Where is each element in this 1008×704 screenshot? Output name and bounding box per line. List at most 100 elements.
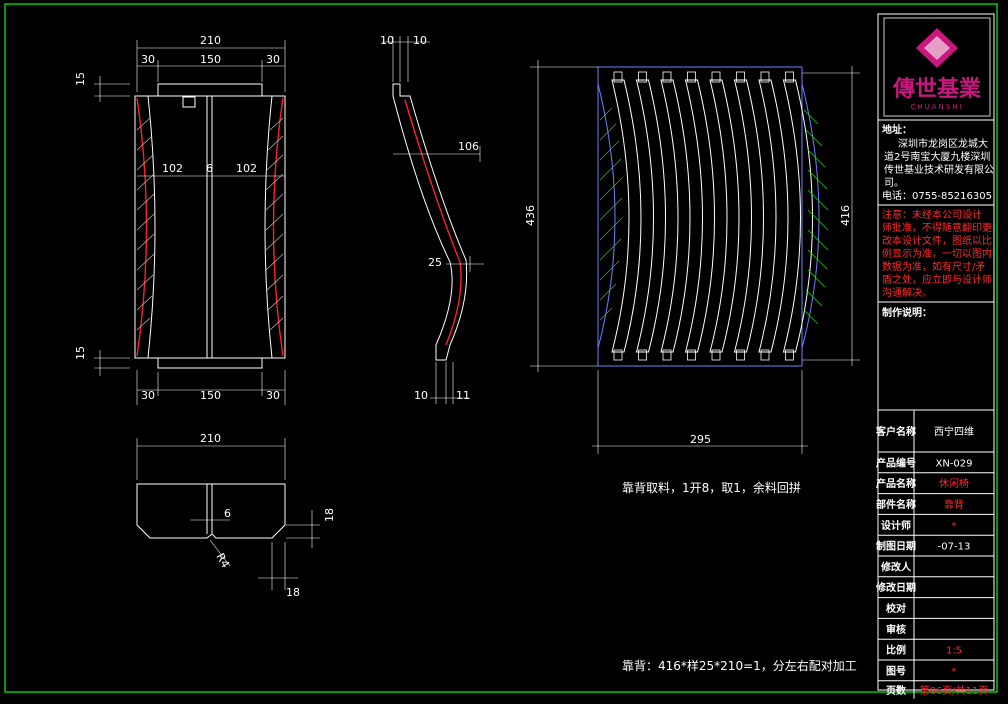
front-dim-left-top: 15 (74, 72, 87, 86)
info-row: 产品名称 休闲椅 (876, 472, 994, 494)
nesting-strips (611, 71, 813, 361)
front-dim-top-mid: 150 (200, 53, 221, 66)
info-row-label: 制图日期 (876, 540, 916, 553)
nesting-dim-width: 295 (690, 433, 711, 446)
nesting-strip (782, 71, 813, 361)
drawing-border (4, 3, 998, 693)
nesting-hatch-right (803, 109, 829, 325)
front-small-block (182, 96, 196, 108)
info-row-label: 客户名称 (875, 425, 916, 438)
top-section-outline (136, 483, 286, 539)
front-dim-bot-left: 30 (141, 389, 155, 402)
front-body-outline (134, 95, 286, 359)
side-dim-bot-right: 11 (456, 389, 470, 402)
nesting-strip (660, 71, 691, 361)
info-row: 比例 1:5 (878, 638, 994, 660)
front-dim-top-left: 30 (141, 53, 155, 66)
info-row: 图号 * (878, 659, 994, 681)
info-row-label: 部件名称 (876, 498, 916, 511)
top-section-dim-radius: R4 (213, 551, 232, 570)
info-row-label: 图号 (886, 665, 906, 677)
info-row-value: 第06页/共11页 (920, 684, 989, 697)
notice-line: 盾之处，应立即与设计师 (882, 273, 992, 286)
notice-line: 沟通解决。 (882, 286, 932, 299)
nesting-strip (611, 71, 642, 361)
front-dim-mid-left: 102 (162, 162, 183, 175)
nesting-board (597, 66, 803, 367)
nesting-dim-height-left: 436 (524, 205, 537, 226)
info-row-value: 靠背 (944, 498, 964, 511)
info-row-label: 修改人 (880, 560, 912, 573)
phone: 电话：0755-85216305 (882, 189, 992, 202)
side-red-curve (404, 99, 462, 346)
address-label: 地址： (882, 123, 912, 136)
info-row-value: 西宁四维 (934, 425, 974, 438)
nesting-strip (758, 71, 789, 361)
info-row-label: 审核 (886, 623, 906, 636)
nesting-strip (733, 71, 764, 361)
notice-line: 注意：未经本公司设计 (882, 208, 982, 221)
address-line: 深圳市龙岗区龙城大 (898, 137, 988, 150)
nesting-view (530, 60, 860, 454)
info-row-label: 校对 (886, 602, 906, 615)
info-row-value: 1:5 (946, 646, 962, 657)
front-dim-mid-right: 102 (236, 162, 257, 175)
side-dim-top-left: 10 (380, 34, 394, 47)
top-section-view (136, 438, 320, 590)
front-dim-left-bottom: 15 (74, 346, 87, 360)
info-row: 设计师* (878, 513, 994, 536)
front-dim-bot-right: 30 (266, 389, 280, 402)
info-row-label: 比例 (886, 644, 906, 657)
nesting-dim-height-right: 416 (839, 205, 852, 226)
front-left-red-curve (136, 97, 148, 357)
front-bottom-rail (157, 357, 263, 369)
info-row-label: 产品编号 (876, 456, 916, 469)
side-dim-bot-left: 10 (414, 389, 428, 402)
info-row-value: -07-13 (938, 542, 971, 553)
address-line: 传世基业技术研发有限公 (884, 163, 994, 176)
front-dim-total: 210 (200, 34, 221, 47)
logo-text: 傳世基業 (892, 76, 982, 102)
company-logo: 傳世基業 CHUANSHI (883, 17, 991, 117)
info-row: 客户名称 西宁四维 (875, 409, 994, 452)
info-row: 页数第06页/共11页 (878, 680, 994, 699)
nesting-hatch-left (599, 107, 623, 321)
front-top-rail (157, 83, 263, 97)
info-row: 校对 (878, 597, 994, 619)
info-row: 部件名称 靠背 (876, 493, 994, 515)
side-dim-thick: 25 (428, 256, 442, 269)
front-dim-bot-mid: 150 (200, 389, 221, 402)
top-section-dim-gap: 6 (224, 507, 231, 520)
info-row: 制图日期 -07-13 (876, 534, 994, 556)
side-dim-depth: 106 (458, 140, 479, 153)
top-section-dim-right: 18 (323, 508, 336, 522)
top-section-dim-bottom: 18 (286, 586, 300, 599)
info-row-label: 页数 (886, 684, 907, 697)
info-row-value: 休闲椅 (939, 477, 969, 490)
info-row-label: 设计师 (881, 519, 911, 532)
info-row-value: XN-029 (935, 458, 972, 469)
front-right-red-curve (272, 97, 284, 357)
address-line: 道2号南宝大厦九楼深圳 (884, 150, 990, 163)
top-section-dim-width: 210 (200, 432, 221, 445)
info-row: 修改人 (878, 555, 994, 577)
notice-line: 师批准，不得随意翻印更 (882, 221, 992, 234)
nesting-strip (709, 71, 740, 361)
nesting-strip (684, 71, 715, 361)
front-dim-mid-center: 6 (206, 162, 213, 175)
nesting-strip (635, 71, 666, 361)
side-profile-outline (392, 83, 468, 361)
info-row: 修改日期 (875, 576, 994, 598)
info-row-label: 修改日期 (875, 581, 916, 594)
front-view (94, 40, 286, 405)
address-line: 司。 (884, 178, 904, 189)
notice-lines: 注意：未经本公司设计师批准，不得随意翻印更改本设计文件，图纸以比例显示为准，一切… (882, 208, 992, 299)
info-row: 产品编号 XN-029 (876, 451, 994, 473)
info-row-label: 产品名称 (876, 477, 916, 490)
notice-line: 例显示为准，一切以图内 (882, 247, 992, 260)
info-row-value: * (952, 666, 957, 677)
front-dim-top-right: 30 (266, 53, 280, 66)
